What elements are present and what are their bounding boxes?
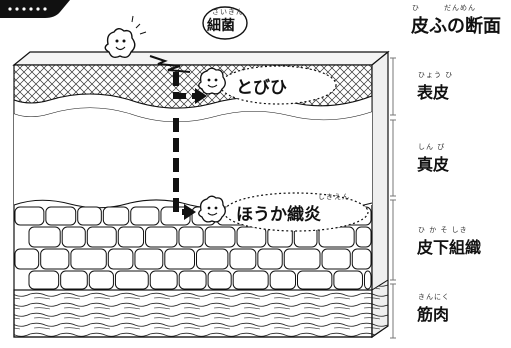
- cellulitis-ruby: しきえん: [318, 193, 350, 201]
- fat-cell: [297, 270, 333, 290]
- fat-cell: [318, 226, 355, 248]
- fat-cell: [207, 270, 232, 290]
- fat-cell: [351, 248, 372, 270]
- fat-cell: [28, 226, 61, 248]
- fat-cell: [236, 226, 267, 248]
- fat-cell: [45, 206, 77, 226]
- diagram-title: 皮ふの断面: [411, 16, 501, 37]
- skin-crack: [149, 55, 191, 73]
- fat-cell: [204, 226, 236, 248]
- layer-label-muscle: 筋肉: [417, 305, 450, 324]
- bacteria-character-icon: [198, 195, 226, 223]
- cellulitis-label: ほうか織炎: [236, 205, 321, 225]
- fat-cell: [229, 248, 257, 270]
- fat-cell: [114, 270, 149, 290]
- fat-cell: [117, 226, 145, 248]
- bacteria-ruby: さいきん: [212, 8, 244, 16]
- fat-cell: [130, 206, 160, 226]
- bacteria-label-bubble: [202, 6, 248, 40]
- fat-cell: [40, 248, 70, 270]
- fat-cell: [86, 226, 117, 248]
- layer-label-dermis: 真皮: [417, 155, 450, 174]
- corner-badge: [0, 0, 70, 18]
- layer-ruby-dermis: しん ぴ: [418, 143, 446, 151]
- bacteria-label: 細菌: [207, 18, 235, 34]
- fat-cell: [283, 248, 321, 270]
- fat-cell: [178, 270, 207, 290]
- layer-label-epidermis: 表皮: [417, 83, 450, 102]
- fat-cell: [257, 248, 283, 270]
- fat-cell: [107, 248, 134, 270]
- subcutaneous-layer: [13, 199, 373, 290]
- fat-cell: [269, 270, 297, 290]
- fat-cell: [149, 270, 178, 290]
- layer-brackets: [390, 57, 396, 339]
- fat-cell: [77, 206, 102, 226]
- impetigo-callout: [219, 65, 337, 105]
- fat-cell: [28, 270, 60, 290]
- bacteria-character-icon: [198, 67, 226, 95]
- layer-ruby-epidermis: ひょう ひ: [418, 71, 454, 79]
- impetigo-label: とびひ: [236, 78, 287, 98]
- fat-cell: [164, 248, 196, 270]
- bacteria-character-icon: [104, 15, 147, 59]
- arrow-head-lower: [184, 204, 196, 220]
- fat-cell: [102, 206, 130, 226]
- fat-cell: [355, 226, 372, 248]
- fat-cell: [321, 248, 351, 270]
- fat-cell: [178, 226, 204, 248]
- fat-cell: [333, 270, 363, 290]
- fat-cell: [14, 248, 40, 270]
- cellulitis-callout: [223, 192, 369, 232]
- fat-cell: [70, 248, 107, 270]
- fat-cell: [145, 226, 178, 248]
- layer-ruby-muscle: きんにく: [418, 293, 450, 301]
- fat-cell: [14, 206, 45, 226]
- layer-ruby-subcutaneous: ひ か そ しき: [418, 226, 468, 234]
- muscle-layer: [13, 289, 373, 338]
- fat-cell: [88, 270, 114, 290]
- fat-cell: [232, 270, 269, 290]
- title-ruby: ひ だんめん: [412, 4, 476, 12]
- fat-cell: [363, 270, 372, 290]
- fat-cell: [196, 248, 229, 270]
- arrow-head-upper: [195, 88, 207, 104]
- infection-arrow: [173, 72, 195, 215]
- layer-label-subcutaneous: 皮下組織: [417, 238, 482, 257]
- fat-cell: [61, 226, 86, 248]
- dermis-layer: [14, 108, 372, 205]
- fat-cell: [60, 270, 88, 290]
- fat-cell: [134, 248, 164, 270]
